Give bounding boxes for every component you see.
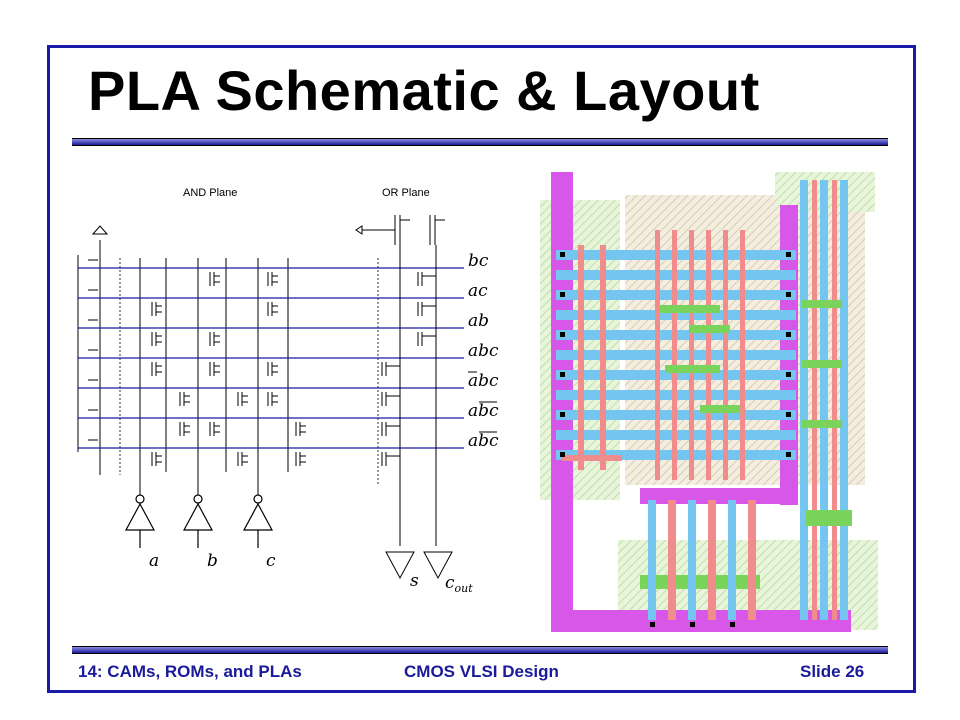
footer-chapter: 14: CAMs, ROMs, and PLAs <box>78 662 302 681</box>
slide-frame <box>47 45 916 693</box>
term-label: abc <box>468 371 499 391</box>
output-label-cout: cout <box>445 573 473 595</box>
or-plane-label: OR Plane <box>382 187 430 199</box>
input-label-a: a <box>149 551 159 571</box>
poly-lines <box>562 230 745 480</box>
term-label: ac <box>468 281 488 301</box>
footer-slide-number: Slide 26 <box>800 662 865 681</box>
and-plane-label: AND Plane <box>183 187 237 199</box>
contacts <box>560 252 791 627</box>
product-term-labels: bc ac ab abc abc abc abc <box>468 251 499 451</box>
complement-bars <box>468 371 497 433</box>
term-label: abc <box>468 401 499 421</box>
footer-rule <box>72 646 888 654</box>
term-label: abc <box>468 341 499 361</box>
and-transistors <box>88 259 306 466</box>
term-label: ab <box>468 311 489 331</box>
term-label: abc <box>468 431 499 451</box>
bottom-drivers <box>648 500 852 620</box>
right-column <box>800 180 848 620</box>
footer-course: CMOS VLSI Design <box>404 662 559 681</box>
or-plane <box>355 215 453 580</box>
input-label-c: c <box>266 551 276 571</box>
input-label-b: b <box>207 551 218 571</box>
output-label-s: s <box>410 571 419 591</box>
term-label: bc <box>468 251 489 271</box>
slide-title: PLA Schematic & Layout <box>88 59 760 122</box>
input-inverters <box>124 494 274 548</box>
title-rule <box>72 138 888 146</box>
